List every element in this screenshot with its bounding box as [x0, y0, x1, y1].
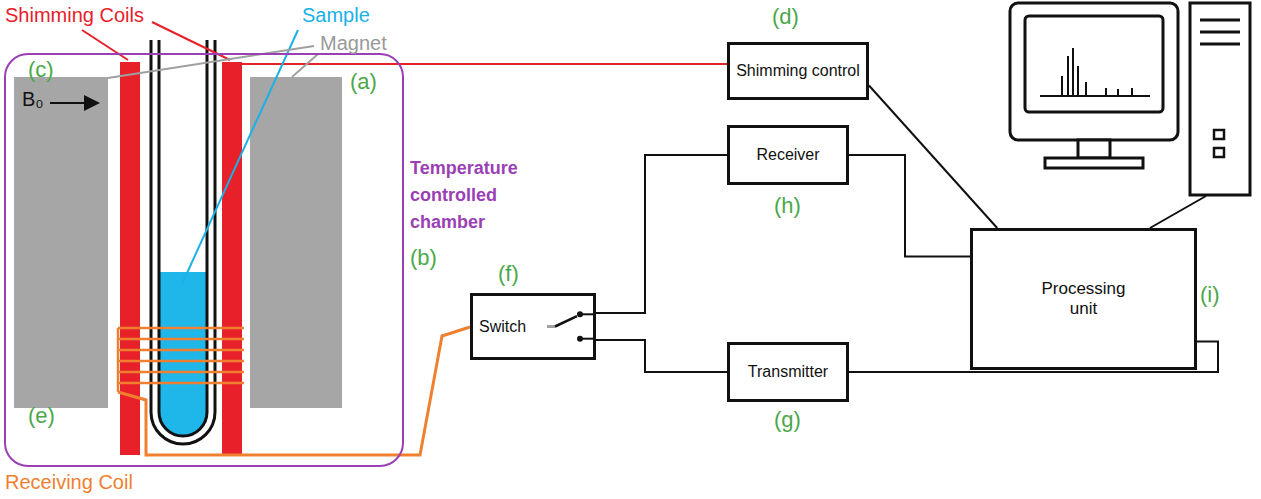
coil-wire: [118, 327, 470, 455]
tower-button: [1214, 148, 1224, 157]
callout-letter: (g): [774, 408, 801, 432]
callout-letter: (h): [774, 194, 801, 218]
callout-letter: (a): [350, 70, 377, 94]
part-label: Shimming Coils: [5, 4, 144, 26]
sample-liquid: [159, 272, 207, 436]
monitor-stand: [1078, 140, 1110, 158]
connector-line: [869, 86, 997, 229]
shim-wire: [242, 63, 727, 65]
box-label: Switch: [479, 317, 526, 336]
connector-line: [596, 155, 727, 313]
callout-letter: (e): [28, 404, 55, 428]
switch-box: Switch: [470, 293, 596, 360]
computer-tower: [1190, 3, 1250, 195]
spectrum: [1040, 48, 1150, 96]
callout-letter: (i): [1200, 283, 1220, 307]
leader-line: [108, 46, 314, 78]
sample-tube-inner: [159, 40, 207, 436]
temperature-chamber: Temperature controlled chamber: [4, 53, 404, 467]
monitor-screen: [1025, 16, 1163, 112]
receiving-coil: [118, 328, 244, 392]
switch-part: [555, 316, 577, 326]
part-label: Sample: [302, 4, 370, 26]
connector-line: [849, 155, 970, 256]
box-label: Shimming control: [736, 61, 860, 80]
computer-cable: [1150, 196, 1206, 228]
switch-part: [580, 338, 593, 340]
box-label: Processing unit: [1034, 279, 1134, 320]
switch-part: [580, 313, 593, 315]
callout-letter: (b): [410, 246, 437, 270]
chamber-label: Temperature controlled chamber: [410, 155, 532, 236]
process-box: Processing unit: [970, 228, 1197, 370]
process-box: Transmitter: [727, 342, 849, 402]
leader-line: [82, 30, 128, 60]
callout-letter: (d): [772, 5, 799, 29]
part-label: Magnet: [320, 32, 387, 54]
shimming-coil: [222, 62, 242, 455]
process-box: Shimming control: [727, 42, 869, 100]
monitor-base: [1045, 158, 1143, 168]
box-label: Transmitter: [748, 362, 828, 381]
part-label: Receiving Coil: [5, 471, 133, 493]
callout-letter: (f): [498, 262, 519, 286]
callout-letter: (c): [28, 58, 54, 82]
leader-line: [182, 30, 298, 284]
magnet-block: [250, 77, 342, 408]
tower-slots: [1200, 20, 1240, 44]
monitor: [1010, 3, 1178, 140]
leader-line: [292, 54, 318, 77]
box-label: Receiver: [756, 145, 819, 164]
process-box: Receiver: [727, 125, 849, 185]
tower-button: [1214, 130, 1224, 139]
magnet-block: [14, 77, 108, 408]
switch-symbol: [547, 296, 593, 357]
connector-line: [596, 340, 727, 372]
switch-part: [547, 325, 555, 328]
part-label: B₀: [22, 88, 44, 110]
field-arrow: [50, 102, 98, 104]
